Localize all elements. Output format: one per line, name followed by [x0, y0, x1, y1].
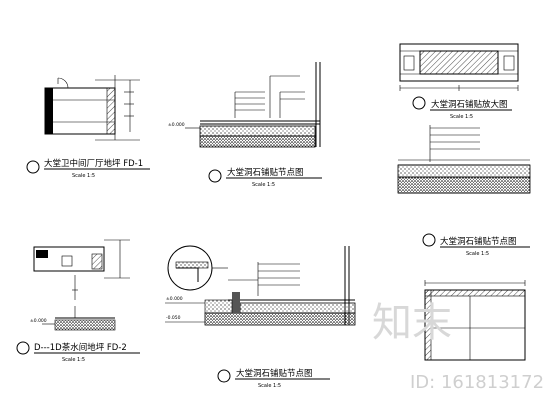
- plan-detail-scale: Scale 1:5: [450, 114, 473, 120]
- fd1-scale: Scale 1:5: [72, 173, 95, 179]
- section-top-marker: [208, 169, 222, 183]
- drawing-section-top: ±0.000 大堂洞石铺贴节点图 Scale 1:5: [168, 62, 322, 188]
- section-right-scale: Scale 1:5: [466, 251, 489, 257]
- section-bottom-title: 大堂洞石铺贴节点图: [236, 368, 313, 379]
- section-top-scale: Scale 1:5: [252, 182, 275, 188]
- plan-detail-title: 大堂洞石铺贴放大图: [431, 99, 508, 110]
- section-top-level: ±0.000: [168, 122, 185, 128]
- fd1-title: 大堂卫中间厂厅地坪 FD-1: [44, 158, 143, 169]
- drawing-section-right: 大堂洞石铺贴节点图 Scale 1:5: [397, 125, 531, 257]
- section-bottom-level: ±0.000: [166, 296, 183, 302]
- drawing-section-bottom: ±0.000 -0.050 大堂洞石铺贴节点图 Scale 1:5: [165, 245, 356, 389]
- section-top-title: 大堂洞石铺贴节点图: [227, 167, 304, 178]
- watermark-brand: 知末: [372, 300, 452, 346]
- section-bottom-level2: -0.050: [166, 315, 181, 321]
- section-bottom-marker: [217, 369, 231, 383]
- section-bottom-scale: Scale 1:5: [258, 383, 281, 389]
- fd2-scale: Scale 1:5: [62, 357, 85, 363]
- drawing-fd2: ±0.000 D---1D茶水间地坪 FD-2 Scale 1:5: [16, 239, 140, 363]
- fd1-marker: [26, 160, 40, 174]
- section-right-title: 大堂洞石铺贴节点图: [440, 236, 517, 247]
- svg-text:±0.000: ±0.000: [30, 318, 47, 324]
- fd2-title: D---1D茶水间地坪 FD-2: [34, 342, 127, 353]
- plan-detail-marker: [412, 96, 426, 110]
- watermark-id: ID: 161813172: [410, 372, 544, 393]
- drawing-fd1: 大堂卫中间厂厅地坪 FD-1 Scale 1:5: [26, 75, 150, 179]
- drawing-plan-partial: [424, 280, 526, 361]
- drawing-plan-detail: 大堂洞石铺贴放大图 Scale 1:5: [399, 43, 519, 120]
- section-right-marker: [422, 233, 436, 247]
- fd2-marker: [16, 341, 30, 355]
